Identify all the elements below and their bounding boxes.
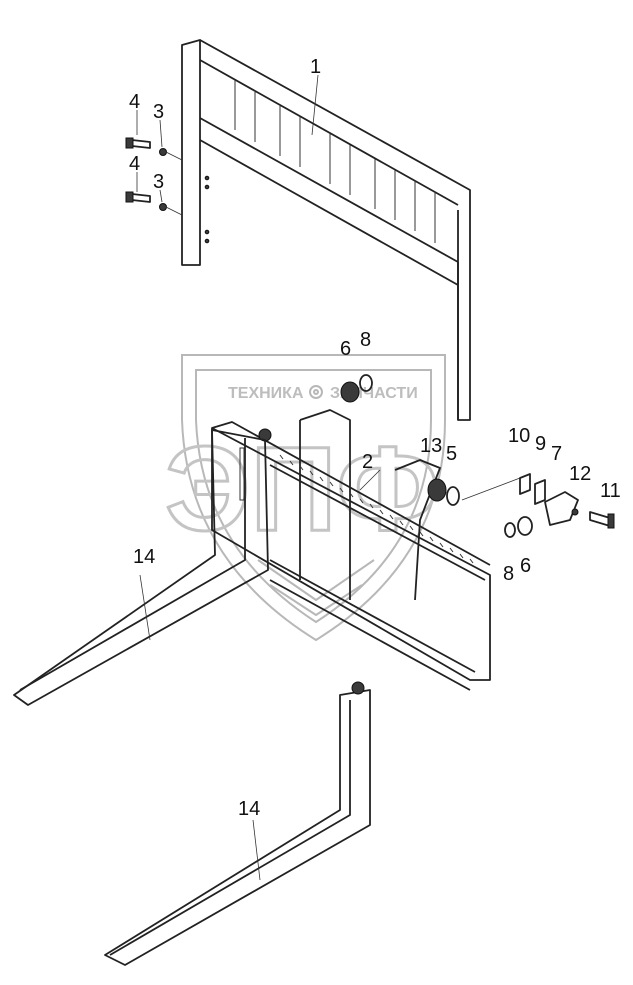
callout-9: 9 [535,433,546,455]
callout-13: 13 [420,435,442,457]
guard-frame [181,39,471,421]
callout-4-lower: 4 [129,153,140,175]
fork-carriage [211,409,491,691]
callout-12: 12 [569,463,591,485]
gear-icon [309,385,323,399]
callout-7: 7 [551,443,562,465]
fork-left [13,429,269,706]
callout-labels: 1 2 3 3 4 4 5 6 6 7 8 8 9 10 11 12 13 14… [129,56,621,820]
callout-3-lower: 3 [153,171,164,193]
watermark-monogram: ЭПФ [165,422,439,556]
side-hardware [504,473,615,538]
callout-11: 11 [600,480,621,502]
fork-right [104,681,371,966]
callout-1: 1 [310,56,321,78]
callout-4-upper: 4 [129,91,140,113]
pin-assembly [427,477,521,506]
watermark: ТЕХНИКА ЗАПЧАСТИ ЭПФ [164,354,446,642]
callout-14-left: 14 [133,546,155,568]
watermark-text-left: ТЕХНИКА [228,385,304,402]
callout-10: 10 [508,425,530,447]
callout-leaders [136,74,381,881]
bushing-upper [340,374,373,403]
callout-14-right: 14 [238,798,260,820]
callout-6-upper: 6 [340,338,351,360]
callout-5: 5 [446,443,457,465]
callout-8-lower: 8 [503,563,514,585]
callout-3-upper: 3 [153,101,164,123]
callout-6-lower: 6 [520,555,531,577]
callout-2: 2 [362,451,373,473]
bolt-set-upper [125,137,183,216]
callout-8-upper: 8 [360,329,371,351]
